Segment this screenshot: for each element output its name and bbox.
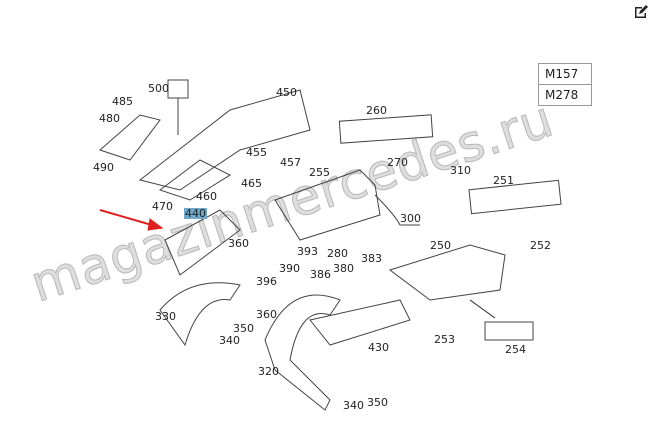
part-label-383[interactable]: 383: [361, 252, 382, 265]
part-label-455[interactable]: 455: [246, 146, 267, 159]
part-label-500[interactable]: 500: [148, 82, 169, 95]
part-label-480[interactable]: 480: [99, 112, 120, 125]
part-label-380[interactable]: 380: [333, 262, 354, 275]
part-label-250[interactable]: 250: [430, 239, 451, 252]
part-label-457[interactable]: 457: [280, 156, 301, 169]
part-450-cover: [138, 89, 311, 191]
part-label-460[interactable]: 460: [196, 190, 217, 203]
engine-list: M157 M278: [538, 63, 592, 106]
part-label-350-upper[interactable]: 350: [233, 322, 254, 335]
part-260-filter: [338, 114, 434, 144]
part-label-350-lower[interactable]: 350: [367, 396, 388, 409]
part-250-housing: [388, 244, 506, 301]
part-480: [99, 114, 161, 161]
part-330-duct: [159, 282, 241, 347]
part-430-duct: [309, 299, 411, 346]
part-label-310[interactable]: 310: [450, 164, 471, 177]
part-label-270[interactable]: 270: [387, 156, 408, 169]
part-label-260[interactable]: 260: [366, 104, 387, 117]
part-label-450[interactable]: 450: [276, 86, 297, 99]
part-label-440[interactable]: 440: [184, 207, 207, 220]
part-label-360-upper[interactable]: 360: [228, 237, 249, 250]
part-label-254[interactable]: 254: [505, 343, 526, 356]
part-label-320[interactable]: 320: [258, 365, 279, 378]
part-label-390[interactable]: 390: [279, 262, 300, 275]
part-300-wire: [374, 194, 420, 226]
part-label-490[interactable]: 490: [93, 161, 114, 174]
part-500-label: [167, 79, 189, 99]
part-label-485[interactable]: 485: [112, 95, 133, 108]
part-label-393[interactable]: 393: [297, 245, 318, 258]
part-label-430[interactable]: 430: [368, 341, 389, 354]
part-label-252[interactable]: 252: [530, 239, 551, 252]
edit-icon[interactable]: [633, 4, 649, 20]
part-label-470[interactable]: 470: [152, 200, 173, 213]
part-label-386[interactable]: 386: [310, 268, 331, 281]
part-label-251[interactable]: 251: [493, 174, 514, 187]
part-label-255[interactable]: 255: [309, 166, 330, 179]
part-label-330[interactable]: 330: [155, 310, 176, 323]
part-320-duct: [264, 294, 341, 411]
part-label-360-lower[interactable]: 360: [256, 308, 277, 321]
part-label-300[interactable]: 300: [400, 212, 421, 225]
part-label-340-lower[interactable]: 340: [343, 399, 364, 412]
part-440-duct: [164, 209, 241, 276]
part-460: [158, 159, 232, 201]
part-254-label: [484, 321, 534, 341]
part-label-396[interactable]: 396: [256, 275, 277, 288]
part-251-filter: [468, 179, 562, 215]
part-label-340-upper[interactable]: 340: [219, 334, 240, 347]
red-arrow-head: [147, 218, 164, 231]
part-label-253[interactable]: 253: [434, 333, 455, 346]
part-255-housing: [274, 169, 381, 241]
engine-m278[interactable]: M278: [545, 88, 579, 102]
engine-m157[interactable]: M157: [539, 64, 591, 85]
part-label-280[interactable]: 280: [327, 247, 348, 260]
part-label-465[interactable]: 465: [241, 177, 262, 190]
